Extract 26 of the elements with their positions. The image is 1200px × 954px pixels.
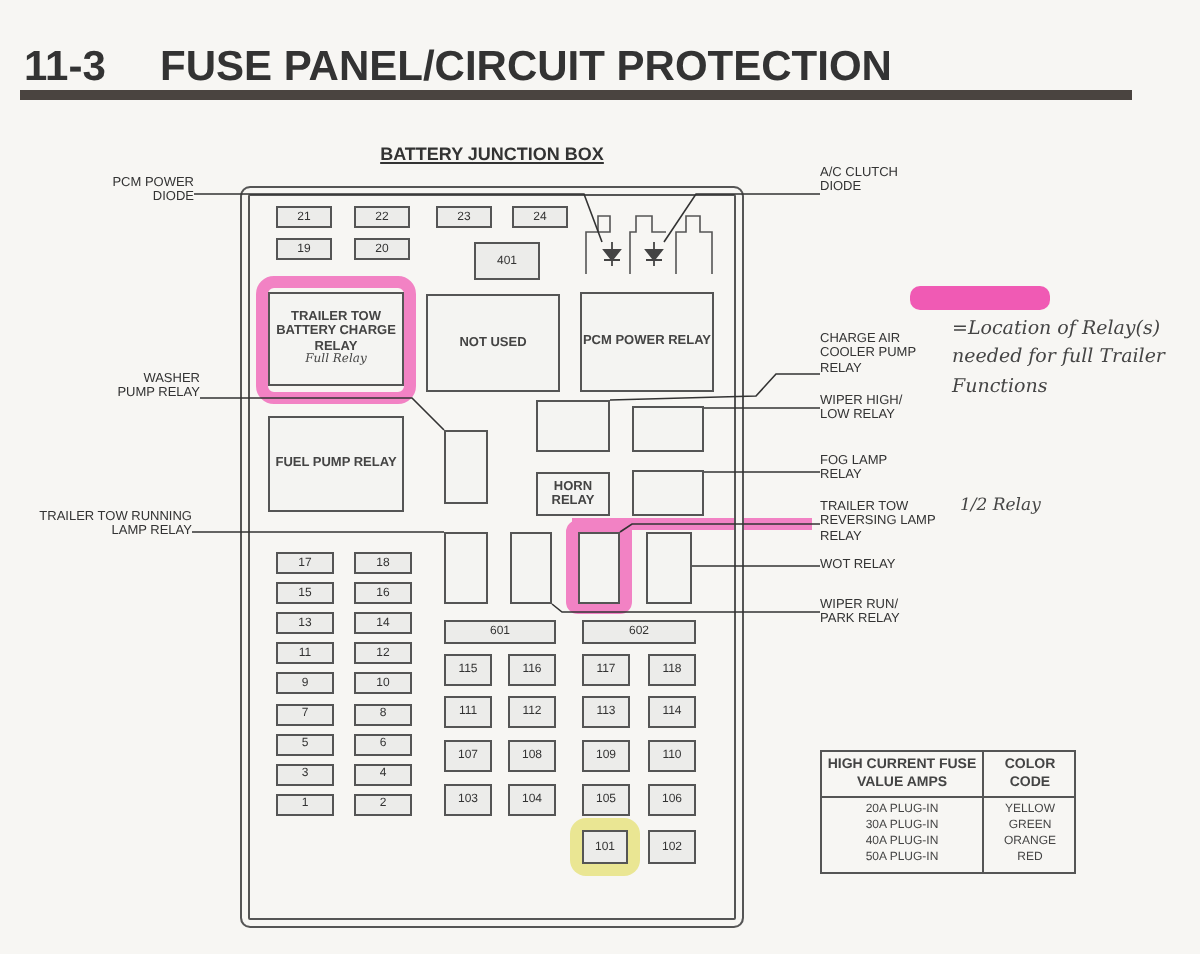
diode-symbol xyxy=(602,242,622,266)
leader-line xyxy=(609,373,821,401)
leader-line xyxy=(619,523,821,533)
relay-slot xyxy=(646,532,692,604)
panel-heading: BATTERY JUNCTION BOX xyxy=(380,144,604,164)
relay-slot xyxy=(578,532,620,604)
leader-line xyxy=(191,531,445,533)
leader-line xyxy=(551,603,821,613)
relay-slot xyxy=(510,532,552,604)
handwritten-note: 1/2 Relay xyxy=(960,496,1041,516)
page-title: FUSE PANEL/CIRCUIT PROTECTION xyxy=(160,44,892,92)
leader-line xyxy=(193,193,603,243)
relay-slot xyxy=(632,406,704,452)
leader-line xyxy=(703,471,821,473)
relay-slot xyxy=(444,532,488,604)
leader-line xyxy=(663,193,821,243)
diode-symbol xyxy=(644,242,664,266)
leader-line xyxy=(199,397,445,431)
relay-slot xyxy=(632,470,704,516)
leader-line xyxy=(703,407,821,409)
legend-label: =Location of Relay(s) needed for full Trailer Functions xyxy=(952,316,1168,401)
relay-box xyxy=(268,292,404,386)
section-number: 11-3 xyxy=(24,44,106,92)
relay-slot xyxy=(536,400,610,452)
leader-line xyxy=(691,565,821,567)
relay-slot xyxy=(444,430,488,504)
